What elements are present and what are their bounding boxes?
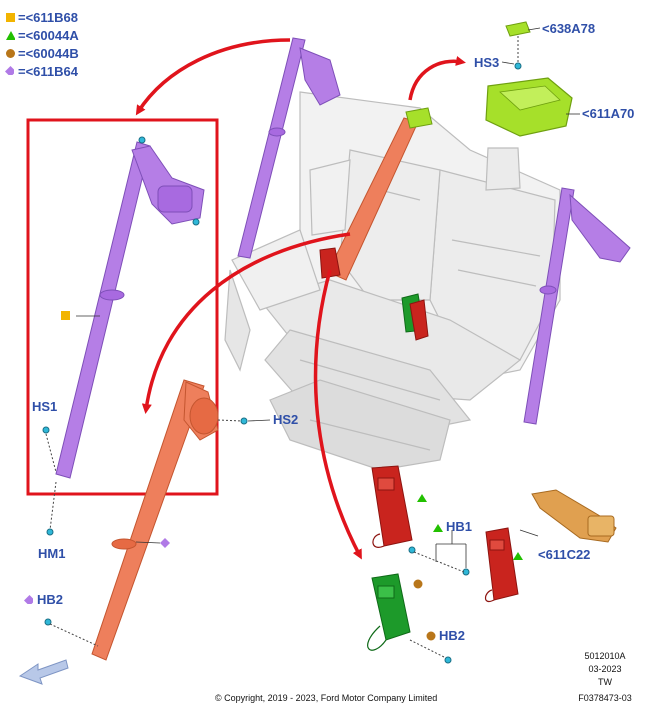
- strap-611C22: [531, 489, 617, 543]
- center-belt-exploded: [44, 379, 248, 661]
- callout-HB2-right: HB2: [439, 628, 466, 643]
- callout-leaders: [76, 27, 580, 568]
- left-outboard-belt-exploded: [42, 136, 205, 536]
- callout-HB2-left-diamond-icon: [24, 595, 33, 604]
- legend-circle-icon: [6, 49, 15, 58]
- callout-611A70: <611A70: [582, 106, 635, 121]
- callout-611C22: <611C22: [538, 547, 591, 562]
- callout-HS2: HS2: [273, 412, 299, 427]
- right-outboard-belt-installed: [523, 187, 631, 425]
- left-outboard-belt-installed: [237, 37, 341, 259]
- orientation-arrow-icon: [18, 659, 69, 685]
- callout-HM1: HM1: [38, 546, 66, 561]
- legend-611B68: =<611B68: [18, 10, 79, 25]
- direction-arrows: [135, 38, 466, 560]
- callout-HS1: HS1: [32, 399, 58, 414]
- legend-diamond-icon: [5, 66, 14, 75]
- highlight-frame: [26, 118, 219, 496]
- red-buckle-right: [413, 527, 519, 602]
- doc-date: 03-2023: [588, 664, 622, 674]
- diagram-symbol-markers: [61, 311, 523, 641]
- legend-60044B: =<60044B: [18, 46, 79, 61]
- legend-60044A: =<60044A: [18, 28, 79, 43]
- callout-HS3: HS3: [474, 55, 500, 70]
- callout-638A78: <638A78: [542, 21, 596, 36]
- copyright-text: © Copyright, 2019 - 2023, Ford Motor Com…: [215, 693, 438, 703]
- center-belt-installed: [319, 107, 433, 341]
- doc-number: 5012010A: [584, 651, 626, 661]
- green-buckle: [367, 573, 452, 664]
- red-buckle-left: [371, 465, 416, 554]
- doc-region: TW: [598, 677, 612, 687]
- callout-HB2-left: HB2: [37, 592, 64, 607]
- headrest-611A70: [485, 21, 573, 137]
- legend-611B64: =<611B64: [18, 64, 79, 79]
- figure-id: F0378473-03: [578, 693, 632, 703]
- legend-square-icon: [6, 13, 15, 22]
- legend-triangle-icon: [6, 31, 15, 40]
- callout-HB1: HB1: [446, 519, 473, 534]
